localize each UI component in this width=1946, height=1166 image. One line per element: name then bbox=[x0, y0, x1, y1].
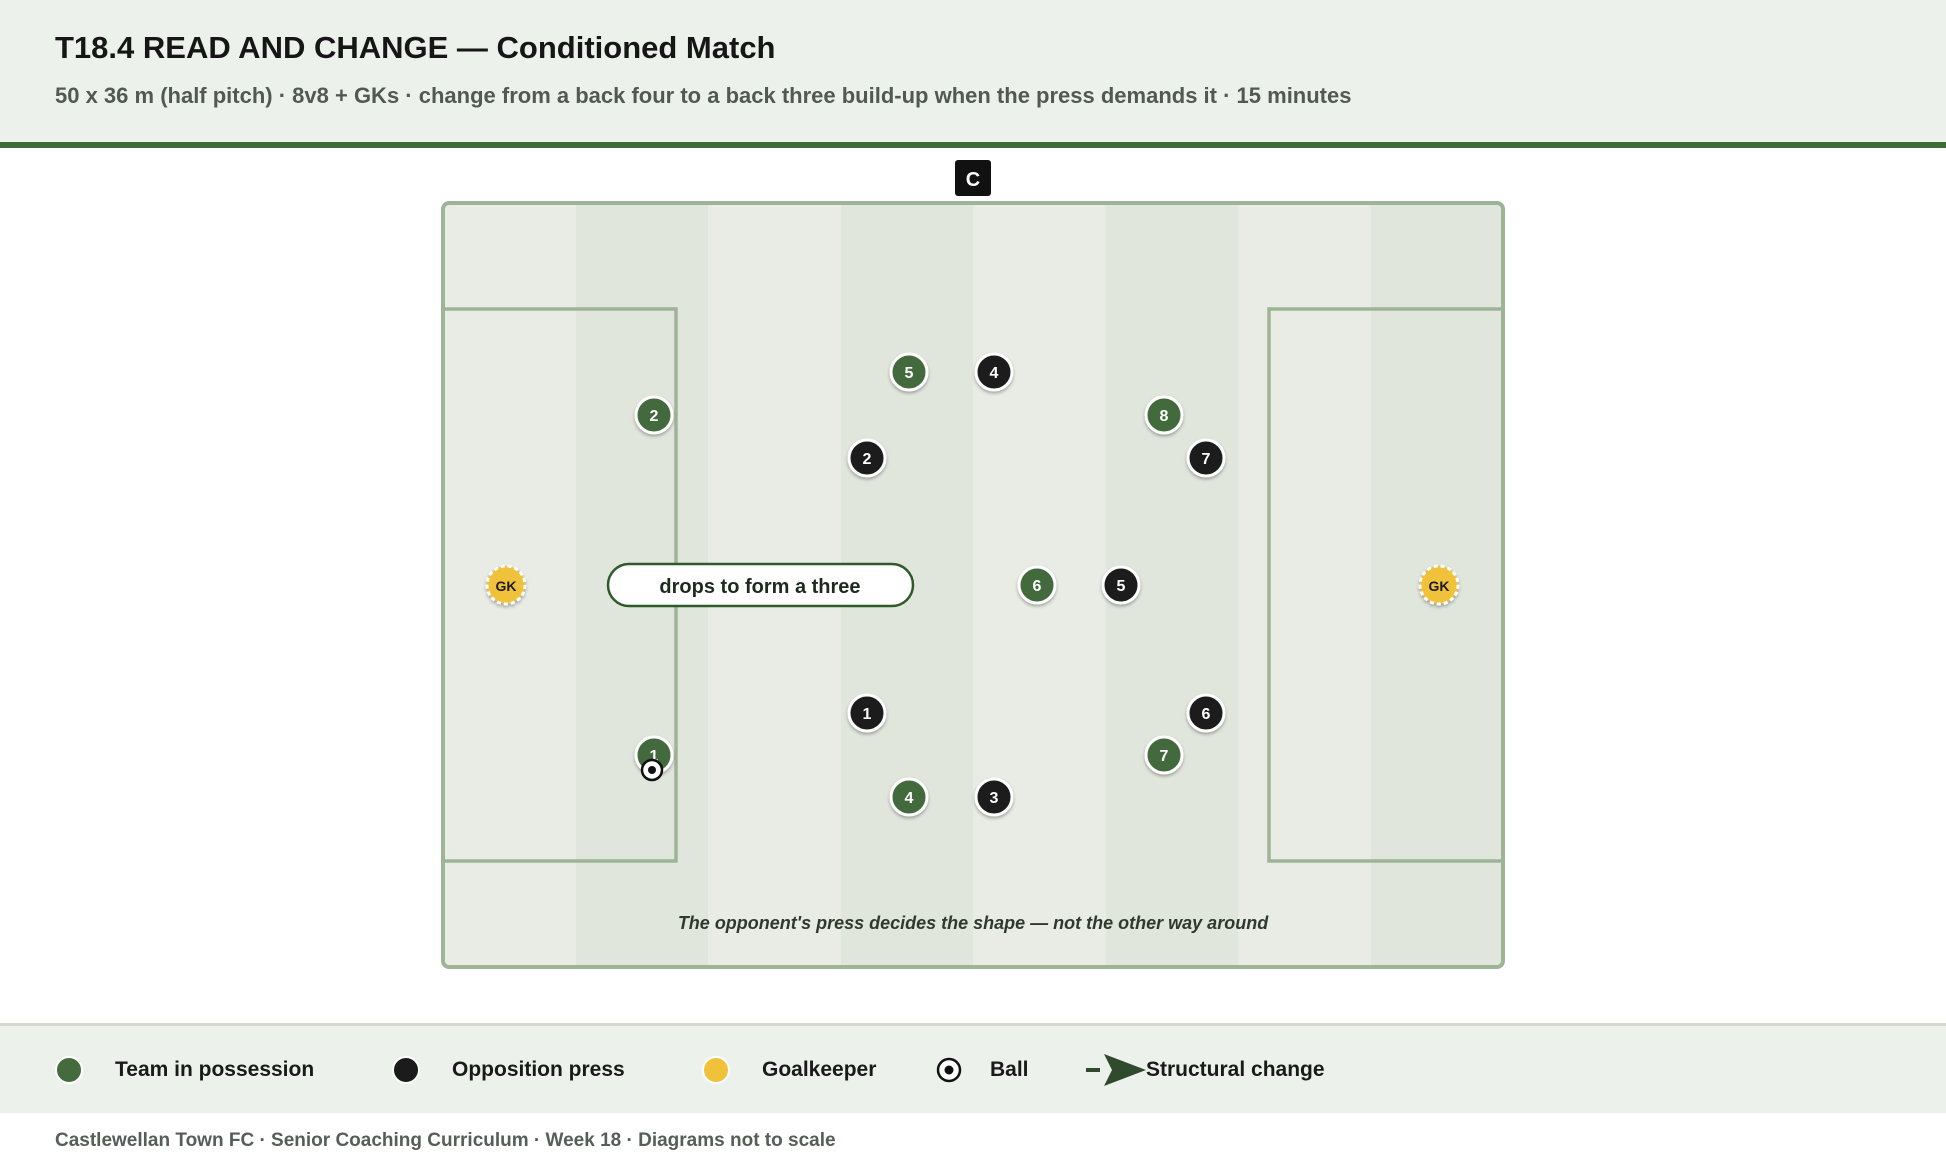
page-subtitle: 50 x 36 m (half pitch) · 8v8 + GKs · cha… bbox=[55, 83, 1352, 108]
goalkeeper-label: GK bbox=[1429, 578, 1450, 594]
opposition-player: 4 bbox=[974, 352, 1014, 392]
pitch-caption: The opponent's press decides the shape —… bbox=[678, 913, 1269, 933]
dashed-arrow-icon bbox=[1086, 1053, 1146, 1086]
right-penalty-box bbox=[1267, 307, 1505, 863]
player-number: 5 bbox=[1117, 578, 1126, 595]
pitch-diagram: C drops to form a three The opponent's p… bbox=[441, 160, 1505, 969]
player-number: 2 bbox=[863, 451, 872, 468]
goalkeeper-label: GK bbox=[496, 578, 517, 594]
goalkeeper-right: GK bbox=[1418, 564, 1460, 606]
opposition-player: 3 bbox=[974, 777, 1014, 817]
goalkeeper-swatch bbox=[702, 1055, 730, 1084]
player-number: 7 bbox=[1160, 748, 1169, 765]
legend-item-opposition: Opposition press bbox=[392, 1026, 625, 1113]
header: T18.4 READ AND CHANGE — Conditioned Matc… bbox=[0, 0, 1946, 148]
legend-item-change: Structural change bbox=[1086, 1026, 1325, 1113]
player-number: 1 bbox=[650, 748, 659, 765]
player-number: 6 bbox=[1202, 706, 1211, 723]
legend-item-ball: Ball bbox=[936, 1026, 1029, 1113]
footer-text: Castlewellan Town FC · Senior Coaching C… bbox=[55, 1130, 836, 1151]
ball bbox=[640, 758, 664, 782]
player-number: 5 bbox=[905, 365, 914, 382]
possession-player: 7 bbox=[1144, 735, 1184, 775]
legend: Team in possession Opposition press Goal… bbox=[0, 1023, 1946, 1113]
possession-player: 4 bbox=[889, 777, 929, 817]
opposition-swatch bbox=[392, 1055, 420, 1084]
callout-bubble: drops to form a three bbox=[606, 562, 915, 608]
player-number: 3 bbox=[990, 790, 999, 807]
legend-label: Structural change bbox=[1146, 1057, 1325, 1081]
coach-marker: C bbox=[955, 160, 991, 196]
opposition-player: 6 bbox=[1186, 693, 1226, 733]
possession-player: 8 bbox=[1144, 395, 1184, 435]
player-number: 4 bbox=[905, 790, 914, 807]
opposition-player: 1 bbox=[847, 693, 887, 733]
legend-item-possession: Team in possession bbox=[55, 1026, 314, 1113]
opposition-player: 5 bbox=[1101, 565, 1141, 605]
possession-player: 6 bbox=[1017, 565, 1057, 605]
ball-icon bbox=[936, 1057, 962, 1082]
callout-text: drops to form a three bbox=[659, 576, 860, 598]
goalkeeper-left: GK bbox=[485, 564, 527, 606]
player-number: 8 bbox=[1160, 408, 1169, 425]
player-number: 1 bbox=[863, 706, 872, 723]
legend-label: Goalkeeper bbox=[762, 1057, 877, 1081]
legend-label: Ball bbox=[990, 1057, 1029, 1081]
legend-label: Opposition press bbox=[452, 1057, 625, 1081]
player-number: 6 bbox=[1033, 578, 1042, 595]
possession-player: 2 bbox=[634, 395, 674, 435]
player-number: 4 bbox=[990, 365, 999, 382]
legend-label: Team in possession bbox=[115, 1057, 315, 1081]
opposition-player: 7 bbox=[1186, 438, 1226, 478]
possession-player: 5 bbox=[889, 352, 929, 392]
page-title: T18.4 READ AND CHANGE — Conditioned Matc… bbox=[55, 30, 776, 65]
coach-label: C bbox=[966, 169, 980, 191]
player-number: 7 bbox=[1202, 451, 1211, 468]
opposition-player: 2 bbox=[847, 438, 887, 478]
player-number: 2 bbox=[650, 408, 659, 425]
legend-item-goalkeeper: Goalkeeper bbox=[702, 1026, 876, 1113]
possession-swatch bbox=[55, 1055, 83, 1084]
